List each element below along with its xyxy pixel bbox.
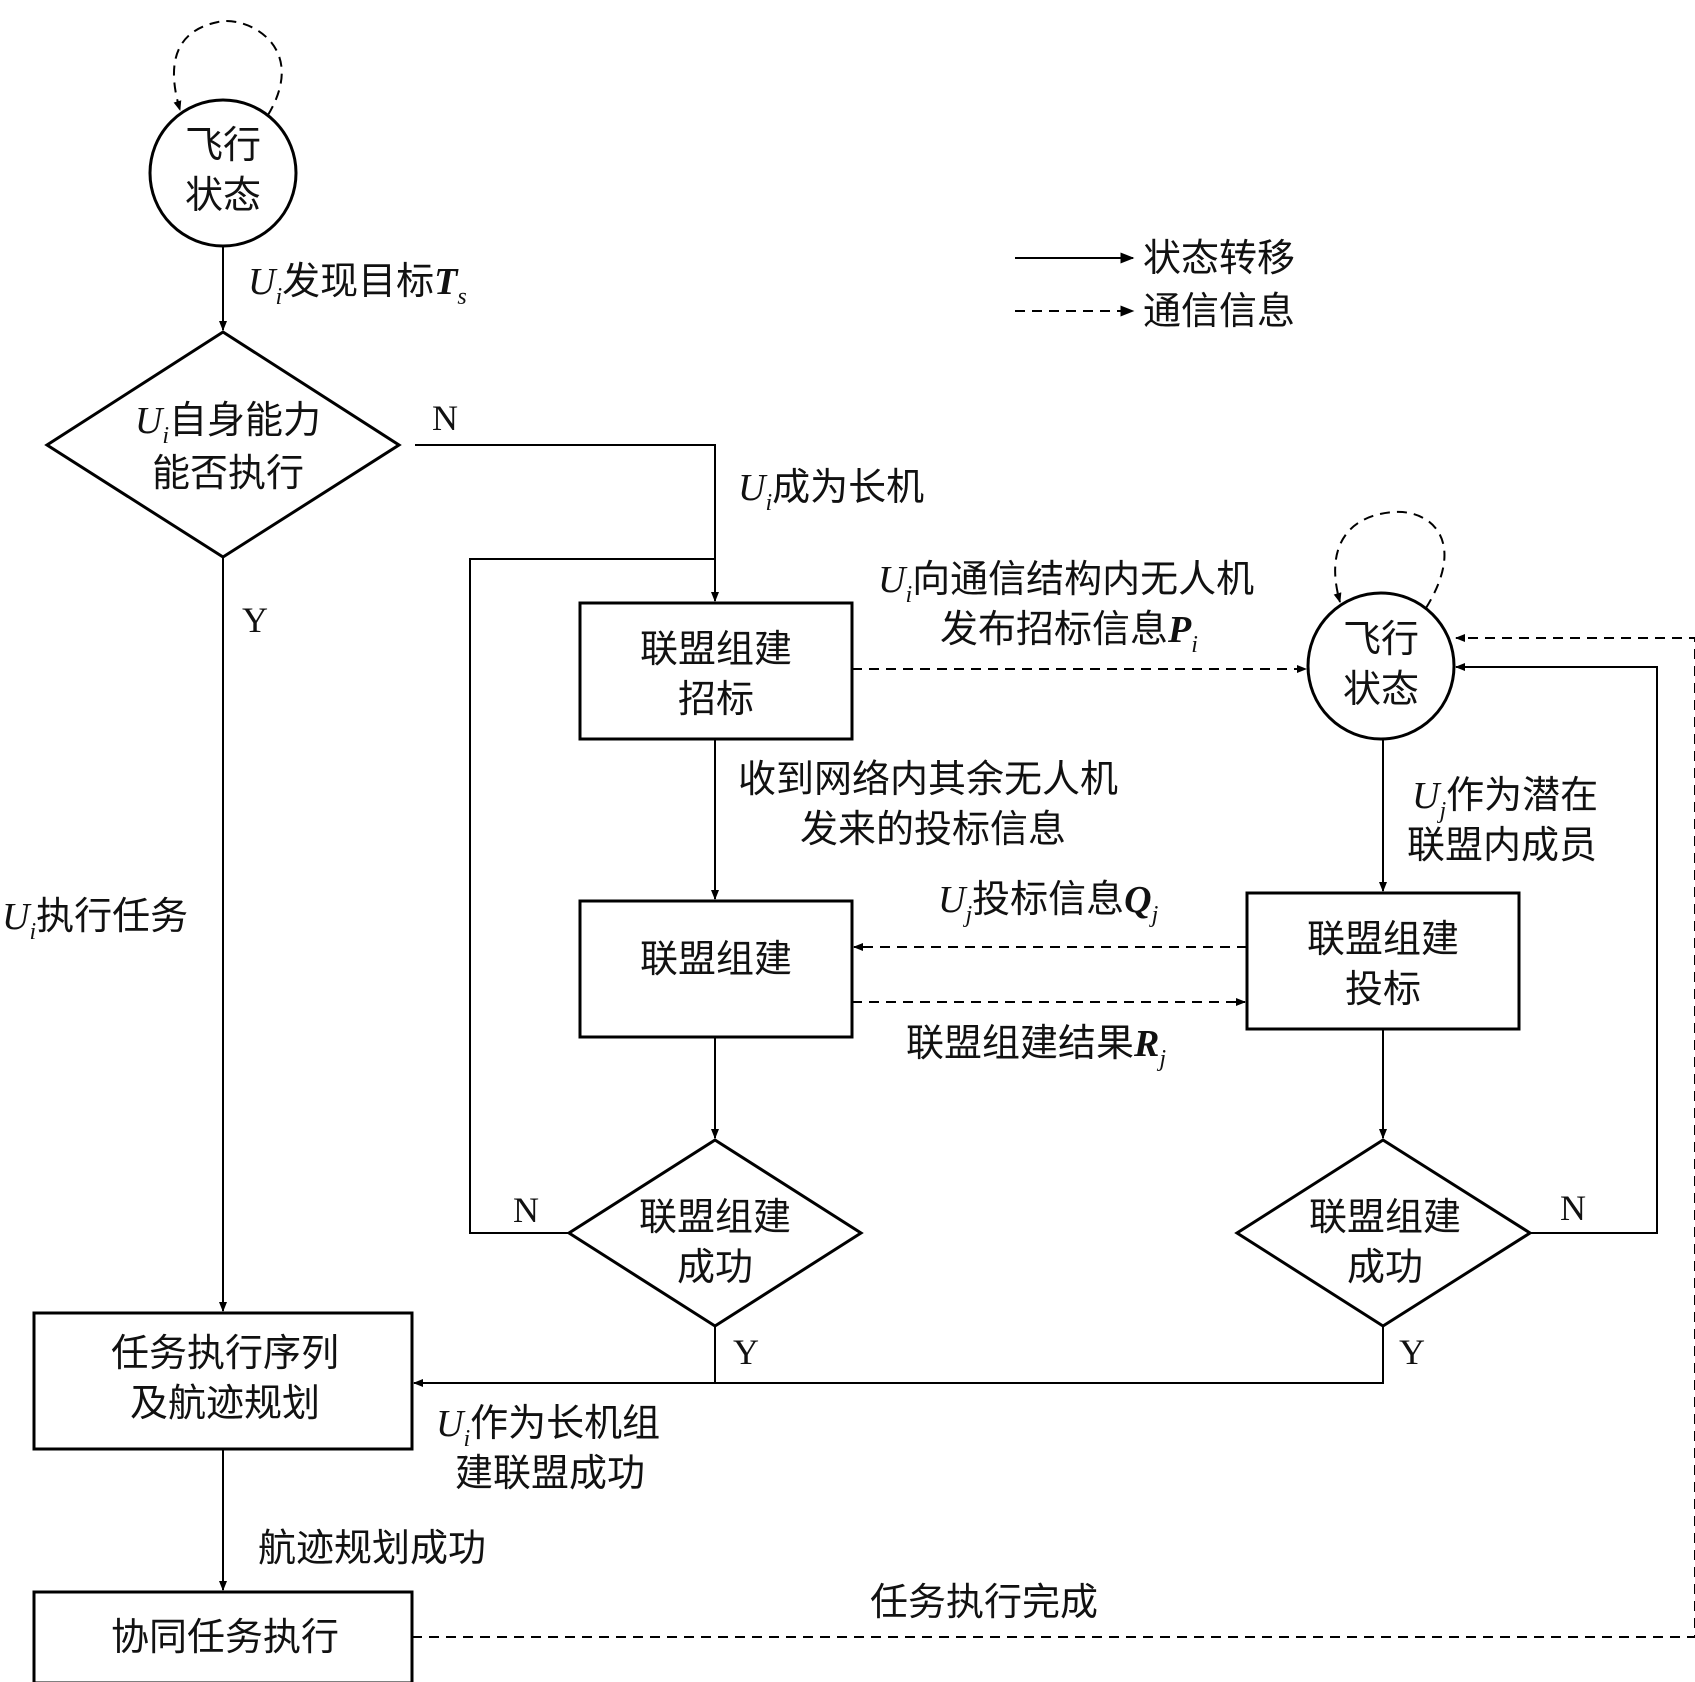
self-loop-flight-2 (1333, 510, 1446, 609)
symbol-r: R (1133, 1023, 1159, 1065)
execute-task-text: 执行任务 (36, 894, 188, 938)
symbol-i: i (29, 919, 36, 945)
broadcast-text-1: 向通信结构内无人机 (912, 557, 1254, 601)
dashed-task-complete (412, 634, 1695, 1638)
coalition-bid-line-2: 投标 (1345, 967, 1421, 1011)
potential-text-1: 作为潜在 (1446, 773, 1598, 817)
symbol-i: i (275, 284, 282, 310)
label-potential-line-2: 联盟内成员 (1407, 823, 1597, 867)
symbol-i: i (463, 1426, 470, 1452)
task-sequence-line-2: 及航迹规划 (130, 1381, 320, 1425)
symbol-u: U (135, 400, 165, 442)
branch-no-capability: N (432, 398, 458, 438)
symbol-u: U (248, 261, 278, 303)
task-sequence-box (32, 1311, 414, 1451)
label-execute-task: Ui执行任务 (2, 894, 188, 945)
coalition-form-box (578, 899, 854, 1039)
label-receive-line-1: 收到网络内其余无人机 (738, 757, 1118, 801)
symbol-p: P (1167, 609, 1192, 651)
flight-state-1-line-1: 飞行 (185, 123, 261, 167)
symbol-i: i (1191, 632, 1198, 658)
branch-yes-capability: Y (242, 600, 268, 640)
branch-yes-left: Y (733, 1332, 759, 1372)
coalition-success-right-line-2: 成功 (1347, 1245, 1423, 1289)
label-bid-info: Uj投标信息Qj (938, 877, 1159, 928)
label-broadcast-line-2: 发布招标信息Pi (940, 607, 1198, 658)
leader-success-text-1: 作为长机组 (470, 1401, 660, 1445)
coalition-bid-box (1245, 891, 1521, 1031)
branch-yes-right: Y (1399, 1332, 1425, 1372)
symbol-j: j (1149, 902, 1159, 928)
symbol-u: U (738, 467, 768, 509)
symbol-q: Q (1124, 879, 1151, 921)
coalition-success-left-line-1: 联盟组建 (639, 1195, 791, 1239)
label-receive-line-2: 发来的投标信息 (800, 807, 1066, 851)
coop-execution-box (32, 1590, 414, 1682)
label-path-success: 航迹规划成功 (258, 1526, 486, 1570)
symbol-u: U (878, 559, 908, 601)
symbol-j: j (1156, 1046, 1166, 1072)
label-leader-success-line-1: Ui作为长机组 (436, 1401, 660, 1452)
become-leader-text: 成为长机 (772, 465, 924, 509)
arrow-success-yes-merge (414, 1326, 1384, 1383)
self-capability-line-2: 能否执行 (152, 451, 304, 495)
self-loop-flight-1 (172, 20, 283, 116)
arrow-capability-no (415, 444, 719, 602)
branch-no-left: N (513, 1190, 539, 1230)
coalition-tender-box (578, 601, 854, 741)
symbol-t: T (434, 261, 459, 303)
flight-state-node-2 (1306, 591, 1456, 741)
symbol-u: U (436, 1403, 466, 1445)
self-capability-decision (44, 330, 402, 559)
self-capability-text-1: 自身能力 (169, 398, 321, 442)
symbol-i: i (765, 490, 772, 516)
task-sequence-line-1: 任务执行序列 (111, 1331, 339, 1375)
branch-no-right: N (1560, 1188, 1586, 1228)
symbol-i: i (162, 423, 169, 449)
legend: 状态转移 通信信息 (1015, 236, 1295, 333)
arrow-success-right-no-loop (1455, 663, 1658, 1234)
symbol-u: U (2, 896, 32, 938)
arrow-success-left-no-loop (469, 558, 715, 1234)
legend-dashed-label: 通信信息 (1143, 289, 1295, 333)
coalition-tender-line-2: 招标 (678, 677, 754, 721)
discover-target-text: 发现目标 (282, 259, 434, 303)
coalition-tender-line-1: 联盟组建 (640, 627, 792, 671)
broadcast-text-2: 发布招标信息 (940, 607, 1168, 651)
coop-execution-label: 协同任务执行 (111, 1615, 339, 1659)
label-leader-success-line-2: 建联盟成功 (455, 1451, 645, 1495)
symbol-j: j (962, 902, 972, 928)
symbol-j: j (1436, 798, 1446, 824)
self-capability-line-1: Ui自身能力 (135, 398, 321, 449)
bid-info-text: 投标信息 (972, 877, 1124, 921)
label-result: 联盟组建结果Rj (906, 1021, 1166, 1072)
label-discover-target: Ui发现目标Ts (248, 259, 467, 310)
symbol-i: i (905, 582, 912, 608)
flight-state-2-line-2: 状态 (1343, 667, 1419, 711)
flight-state-2-line-1: 飞行 (1343, 617, 1419, 661)
result-text: 联盟组建结果 (906, 1021, 1134, 1065)
label-broadcast-line-1: Ui向通信结构内无人机 (878, 557, 1254, 608)
flight-state-1-line-2: 状态 (185, 173, 261, 217)
coalition-success-right-line-1: 联盟组建 (1309, 1195, 1461, 1239)
symbol-u: U (938, 879, 968, 921)
coalition-success-left-line-2: 成功 (677, 1245, 753, 1289)
symbol-u: U (1412, 775, 1442, 817)
label-become-leader: Ui成为长机 (738, 465, 924, 516)
coalition-bid-line-1: 联盟组建 (1307, 917, 1459, 961)
label-potential-line-1: Uj作为潜在 (1412, 773, 1598, 824)
coalition-form-line-1: 联盟组建 (640, 937, 792, 981)
label-task-done: 任务执行完成 (870, 1580, 1098, 1624)
symbol-s: s (457, 284, 466, 310)
legend-solid-label: 状态转移 (1143, 236, 1295, 280)
